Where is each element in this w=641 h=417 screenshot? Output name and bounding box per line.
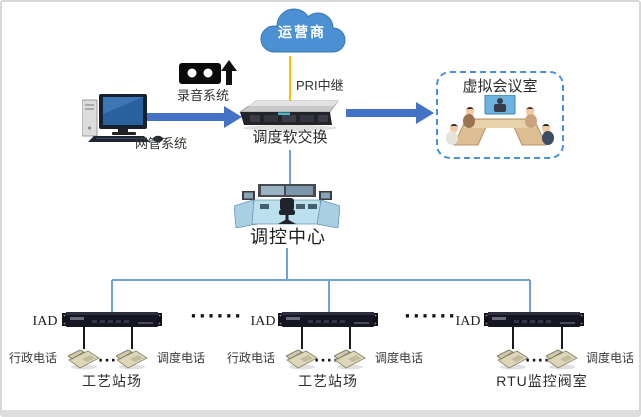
control-center-label: 调控中心 [250, 227, 326, 247]
softswitch-label: 调度软交换 [252, 129, 328, 146]
iad-device-3 [484, 311, 584, 328]
iad-label-2: IAD [250, 314, 276, 329]
admin-phone-label-2: 行政电话 [226, 351, 275, 365]
virtual-conference-label: 虚拟会议室 [462, 78, 538, 95]
admin-phone-label-1: 行政电话 [8, 351, 57, 365]
site-label-2: 工艺站场 [298, 373, 358, 389]
phone-right-3 [546, 347, 578, 370]
phone-lines-left [83, 327, 133, 349]
rack-server-icon [238, 100, 339, 131]
iad-label-3: IAD [455, 314, 481, 329]
iad-device-1 [62, 311, 162, 328]
phone-icon [546, 349, 578, 370]
site-label-3: RTU监控阀室 [496, 373, 588, 389]
phone-icon [286, 349, 318, 370]
arrow-up-icon [221, 60, 237, 85]
recording-system-label: 录音系统 [176, 88, 229, 103]
control-console-icon [234, 184, 340, 228]
arrow-softswitch-to-conference [346, 102, 434, 124]
phone-gap-dots-2: ···· [314, 353, 340, 369]
conference-room-illustration [446, 95, 554, 146]
dispatch-phone-label-3: 调度电话 [585, 351, 634, 365]
phone-icon [68, 349, 100, 370]
cloud-icon [260, 8, 346, 53]
iad-icon [278, 312, 378, 327]
carrier-cloud: 运营商 [252, 6, 352, 58]
dispatch-phone-label-2: 调度电话 [374, 351, 423, 365]
phone-left-2 [286, 347, 318, 370]
desktop-pc-icon [82, 94, 163, 143]
phone-icon [334, 349, 366, 370]
phone-lines-mid [301, 327, 351, 349]
recording-system [179, 63, 221, 86]
phone-icon [116, 349, 148, 370]
carrier-label: 运营商 [278, 24, 326, 40]
iad-label-1: IAD [32, 314, 58, 329]
cassette-icon [179, 63, 221, 84]
network-mgmt-label: 网管系统 [134, 136, 187, 151]
phone-lines-right [512, 327, 563, 349]
phone-gap-dots-1: ···· [98, 353, 124, 369]
site-label-1: 工艺站场 [82, 373, 142, 389]
pri-trunk-label: PRI中继 [296, 78, 344, 93]
iad-icon [484, 312, 584, 327]
iad-icon [62, 312, 162, 327]
phone-right-1 [116, 347, 148, 370]
separator-dots-2: ······ [404, 306, 458, 327]
control-center-console [234, 184, 340, 228]
iad-device-2 [278, 311, 378, 328]
softswitch-server [238, 99, 344, 131]
phone-right-2 [334, 347, 366, 370]
phone-left-1 [68, 347, 100, 370]
phone-left-3 [497, 347, 529, 370]
separator-dots-1: ······ [190, 306, 244, 327]
phone-icon [497, 349, 529, 370]
network-mgmt-pc [82, 94, 166, 143]
dispatch-phone-label-1: 调度电话 [156, 351, 205, 365]
virtual-conference-box: 虚拟会议室 [436, 71, 564, 159]
phone-gap-dots-3: ···· [525, 353, 551, 369]
